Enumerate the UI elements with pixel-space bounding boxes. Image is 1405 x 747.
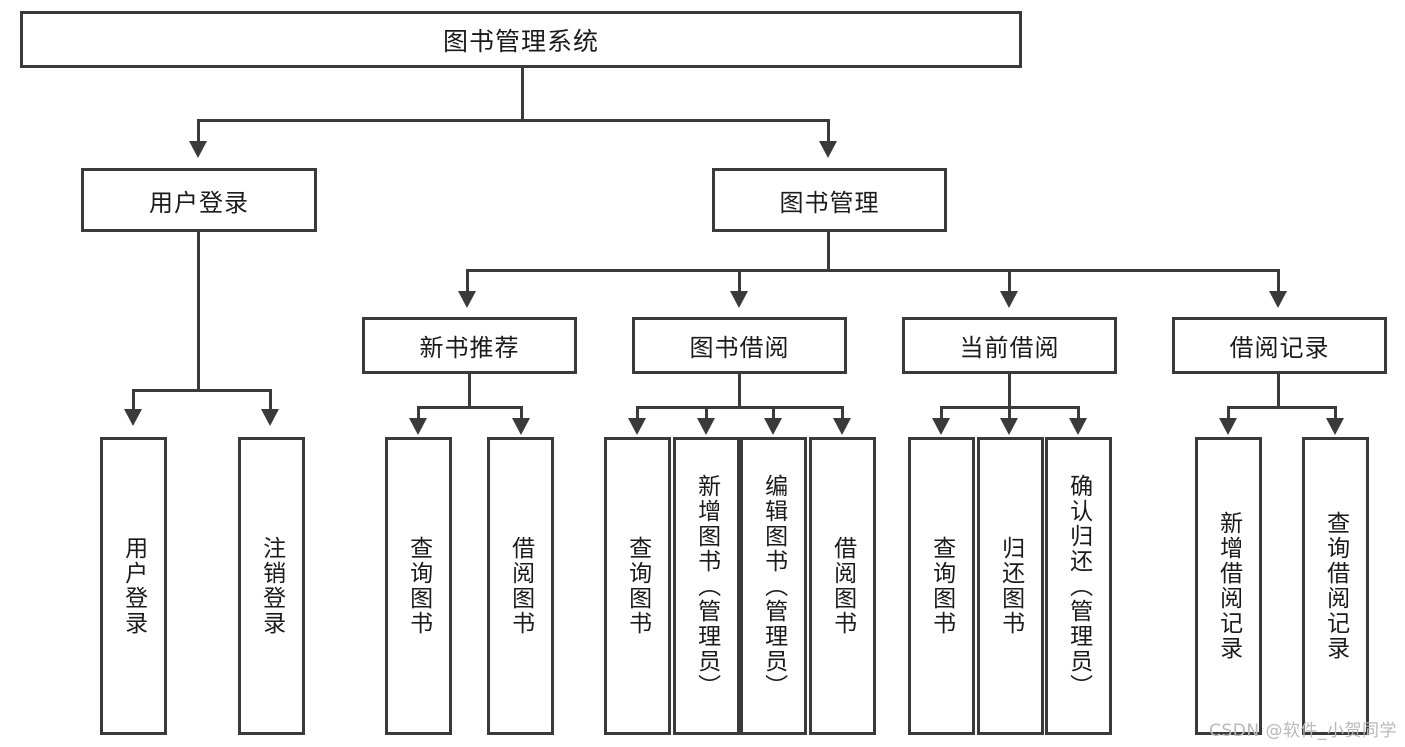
edge-book-mgmt-bus [466, 269, 1278, 272]
leaf-borrow-add-book-admin[interactable]: 新增图书（管理员） [673, 437, 740, 735]
node-new-book-recommend[interactable]: 新书推荐 [362, 317, 577, 374]
edge-root-to-book-mgmt [827, 119, 830, 143]
arrow-to-borrow-record [1269, 291, 1287, 308]
edge-user-login-stem [197, 232, 200, 392]
edge-new-book-stem [468, 374, 471, 409]
node-label: 图书借阅 [689, 334, 790, 362]
arrow-borrow-book-child-2 [697, 418, 715, 435]
edge-to-borrow-book [738, 269, 741, 293]
edge-to-leaf-logout [269, 389, 272, 411]
arrow-borrow-record-child-2 [1326, 418, 1344, 435]
leaf-user-login[interactable]: 用户登录 [100, 437, 167, 735]
arrow-borrow-book-child-3 [764, 418, 782, 435]
node-label: 当前借阅 [959, 334, 1060, 362]
node-book-management[interactable]: 图书管理 [712, 168, 947, 232]
edge-borrow-book-child-3 [772, 406, 775, 422]
node-label: 借阅记录 [1229, 334, 1330, 362]
leaf-borrow-query-books[interactable]: 查询图书 [604, 437, 671, 735]
arrow-borrow-book-child-1 [628, 418, 646, 435]
node-label: 新增借阅记录 [1215, 511, 1242, 661]
node-current-borrow[interactable]: 当前借阅 [902, 317, 1117, 374]
edge-borrow-record-child-1 [1227, 406, 1230, 422]
edge-user-login-bus [132, 389, 272, 392]
leaf-current-query-books[interactable]: 查询图书 [908, 437, 975, 735]
leaf-borrow-borrow-books[interactable]: 借阅图书 [809, 437, 876, 735]
leaf-record-query-borrow-record[interactable]: 查询借阅记录 [1302, 437, 1369, 735]
edge-root-to-user-login [197, 119, 200, 143]
node-label: 借阅图书 [507, 536, 534, 636]
node-label: 图书管理系统 [442, 26, 599, 56]
node-label: 图书管理 [779, 188, 880, 217]
edge-root-stem [521, 68, 524, 119]
edge-new-book-child-2 [520, 406, 523, 422]
edge-current-borrow-child-1 [940, 406, 943, 422]
node-label: 查询图书 [928, 536, 955, 636]
edge-borrow-book-child-2 [705, 406, 708, 422]
arrow-to-user-login [189, 141, 207, 158]
arrow-current-borrow-child-3 [1069, 418, 1087, 435]
arrow-to-leaf-user-login [124, 409, 142, 426]
edge-to-leaf-user-login [132, 389, 135, 411]
leaf-new-book-query-books[interactable]: 查询图书 [385, 437, 452, 735]
arrow-to-new-book [458, 291, 476, 308]
edge-to-borrow-record [1277, 269, 1280, 293]
edge-borrow-book-child-4 [841, 406, 844, 422]
node-label: 确认归还（管理员） [1065, 473, 1092, 699]
arrow-to-borrow-book [730, 291, 748, 308]
edge-borrow-book-child-1 [636, 406, 639, 422]
leaf-current-confirm-return-admin[interactable]: 确认归还（管理员） [1045, 437, 1112, 735]
node-borrow-record[interactable]: 借阅记录 [1172, 317, 1387, 374]
arrow-borrow-record-child-1 [1219, 418, 1237, 435]
edge-to-current-borrow [1008, 269, 1011, 293]
node-label: 注销登录 [258, 536, 285, 636]
node-label: 用户登录 [149, 188, 249, 217]
node-label: 新书推荐 [419, 334, 520, 362]
node-user-login[interactable]: 用户登录 [81, 168, 317, 232]
arrow-new-book-child-2 [512, 418, 530, 435]
node-root-library-system[interactable]: 图书管理系统 [20, 11, 1022, 68]
csdn-watermark: CSDN @软件_小贺同学 [1209, 721, 1397, 741]
node-label: 查询图书 [405, 536, 432, 636]
leaf-borrow-edit-book-admin[interactable]: 编辑图书（管理员） [740, 437, 807, 735]
edge-book-mgmt-stem [827, 232, 830, 272]
node-label: 归还图书 [997, 536, 1024, 636]
edge-borrow-record-stem [1277, 374, 1280, 409]
node-label: 借阅图书 [829, 536, 856, 636]
leaf-record-add-borrow-record[interactable]: 新增借阅记录 [1195, 437, 1262, 735]
node-label: 新增图书（管理员） [693, 473, 720, 699]
node-label: 编辑图书（管理员） [760, 473, 787, 699]
arrow-to-current-borrow [1000, 291, 1018, 308]
edge-current-borrow-child-3 [1077, 406, 1080, 422]
node-label: 查询借阅记录 [1322, 511, 1349, 661]
leaf-logout[interactable]: 注销登录 [238, 437, 305, 735]
edge-new-book-bus [417, 406, 523, 409]
leaf-new-book-borrow-books[interactable]: 借阅图书 [487, 437, 554, 735]
node-label: 用户登录 [120, 536, 147, 636]
leaf-current-return-books[interactable]: 归还图书 [977, 437, 1044, 735]
edge-borrow-record-bus [1227, 406, 1337, 409]
arrow-to-book-mgmt [819, 141, 837, 158]
edge-borrow-record-child-2 [1334, 406, 1337, 422]
arrow-borrow-book-child-4 [833, 418, 851, 435]
edge-new-book-child-1 [417, 406, 420, 422]
node-label: 查询图书 [624, 536, 651, 636]
edge-borrow-book-stem [738, 374, 741, 409]
edge-current-borrow-stem [1008, 374, 1011, 409]
arrow-current-borrow-child-2 [1000, 418, 1018, 435]
edge-to-new-book [466, 269, 469, 293]
arrow-new-book-child-1 [409, 418, 427, 435]
edge-root-bus [197, 119, 830, 122]
arrow-current-borrow-child-1 [932, 418, 950, 435]
edge-borrow-book-bus [636, 406, 844, 409]
node-book-borrow[interactable]: 图书借阅 [632, 317, 847, 374]
edge-current-borrow-child-2 [1008, 406, 1011, 422]
arrow-to-leaf-logout [261, 409, 279, 426]
